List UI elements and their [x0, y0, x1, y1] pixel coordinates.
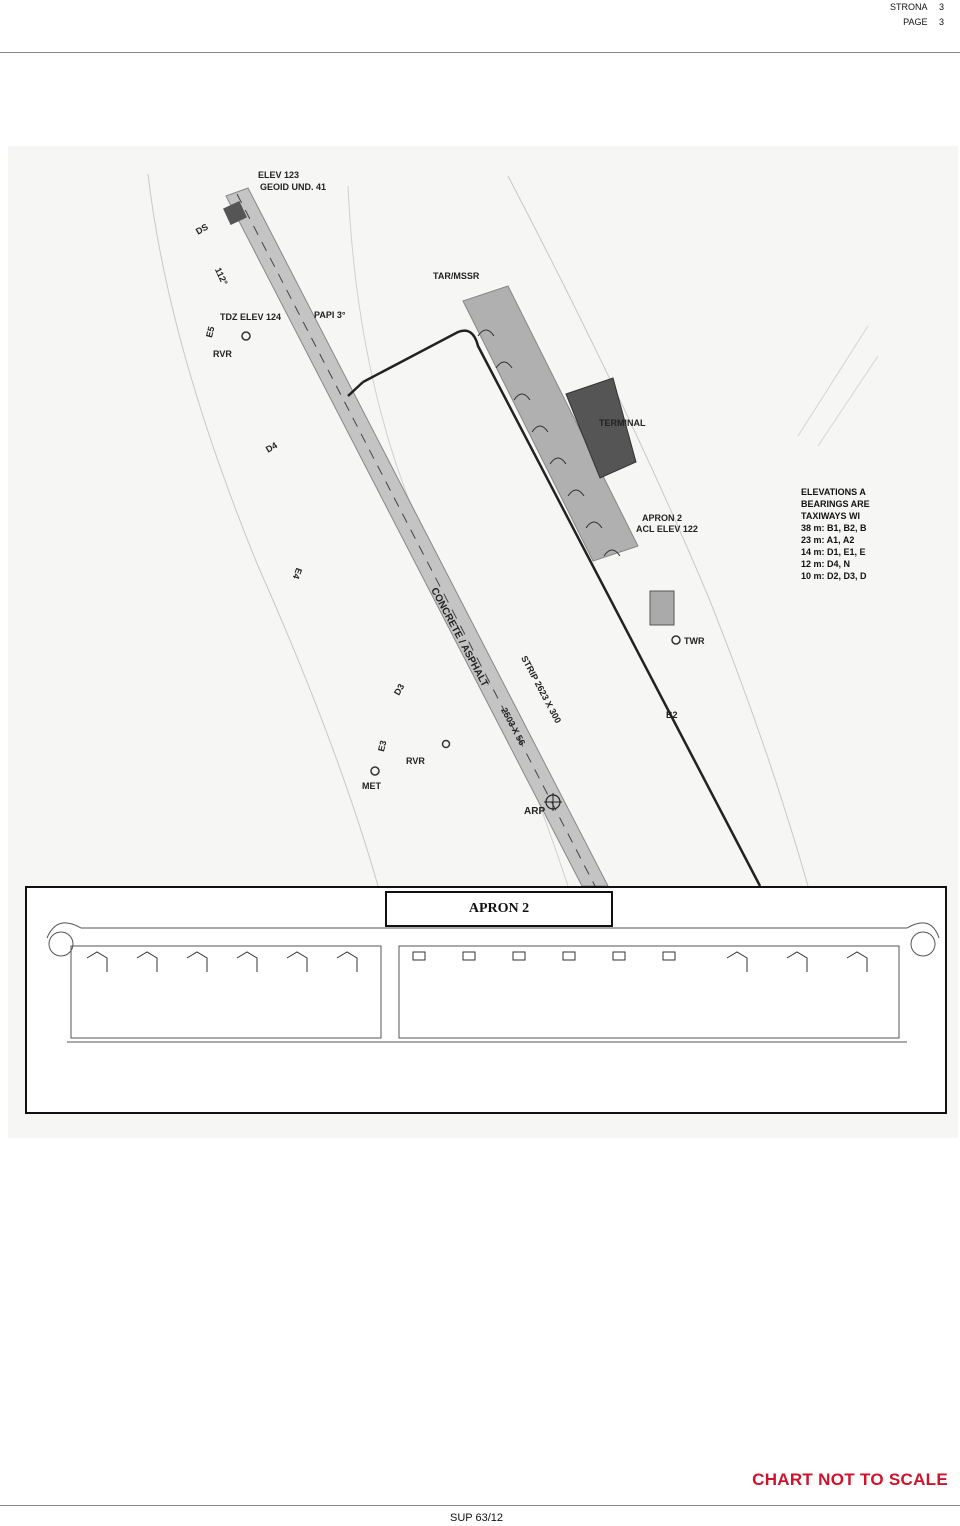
apron-inset-drawing — [46, 922, 940, 1043]
apron-2-inset: APRON 2 — [25, 886, 947, 1114]
inset-stands — [86, 951, 868, 972]
taxiway-link — [347, 381, 364, 397]
rvr-bottom-label: RVR — [406, 756, 425, 766]
header-strona: STRONA — [889, 2, 928, 12]
rvr-top-label: RVR — [213, 349, 232, 359]
twr-marker — [671, 635, 681, 645]
turn-pad-east — [910, 931, 936, 957]
legend-line: BEARINGS ARE — [801, 499, 870, 509]
apron-west-block — [70, 945, 382, 1039]
aerodrome-chart: ELEV 123 GEOID UND. 41 DS 112° TDZ ELEV … — [8, 146, 958, 1138]
tower-building — [649, 590, 675, 626]
geoid-label: GEOID UND. 41 — [260, 182, 327, 192]
header-page: PAGE — [903, 17, 928, 27]
legend-line: 14 m: D1, E1, E — [801, 547, 866, 557]
footer-rule — [0, 1505, 960, 1506]
apron-label: APRON 2 — [642, 513, 683, 523]
chart-drawing — [147, 173, 879, 887]
turn-pad-west — [48, 931, 74, 957]
legend-line: 38 m: B1, B2, B — [801, 523, 867, 533]
legend-line: 23 m: A1, A2 — [801, 535, 855, 545]
legend: ELEVATIONS A BEARINGS ARE TAXIWAYS WI 38… — [801, 486, 870, 582]
legend-line: 10 m: D2, D3, D — [801, 571, 867, 581]
header-page-number: 3 — [938, 17, 944, 27]
header-strona-number: 3 — [938, 2, 944, 12]
hatching — [797, 325, 879, 447]
rvr-top-marker — [241, 331, 251, 341]
apron-2 — [462, 285, 639, 562]
apron-inset-title: APRON 2 — [385, 891, 613, 927]
terminal-building — [565, 377, 637, 479]
not-to-scale-note: CHART NOT TO SCALE — [752, 1470, 948, 1489]
runway-threshold — [223, 201, 247, 225]
page-header: STRONA 3 PAGE 3 — [890, 0, 944, 30]
legend-line: 12 m: D4, N — [801, 559, 851, 569]
legend-line: ELEVATIONS A — [801, 487, 866, 497]
legend-line: TAXIWAYS WI — [801, 511, 861, 521]
met-label: MET — [362, 781, 381, 791]
twr-label: TWR — [684, 636, 705, 646]
arp-label: ARP — [524, 806, 546, 817]
papi-label: PAPI 3° — [314, 310, 346, 320]
apron-taxilane — [46, 922, 940, 939]
supplement-number: SUP 63/12 — [450, 1512, 504, 1524]
elev-label: ELEV 123 — [258, 170, 300, 180]
runway-centreline — [236, 193, 596, 887]
boundary-line-east — [507, 175, 809, 887]
apron-east-block — [398, 945, 900, 1039]
boundary-line-west — [147, 173, 379, 887]
b2-label: B2 — [666, 710, 678, 720]
met-marker — [370, 766, 380, 776]
taxiway — [362, 329, 762, 887]
terminal-label: TERMINAL — [599, 418, 646, 428]
header-rule — [0, 52, 960, 53]
runway — [225, 187, 609, 887]
apron-stands — [477, 329, 621, 557]
tdz-elev-label: TDZ ELEV 124 — [220, 312, 282, 322]
rvr-bottom-marker — [441, 739, 451, 749]
acl-elev-label: ACL ELEV 122 — [636, 524, 698, 534]
tar-mssr-label: TAR/MSSR — [433, 271, 480, 281]
